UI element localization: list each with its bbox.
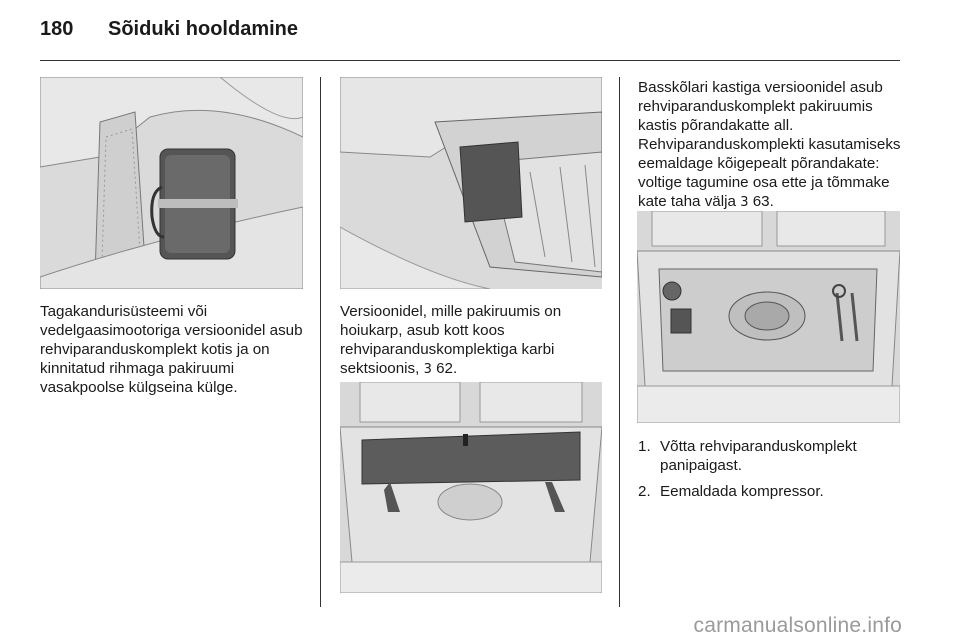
- steps-list: 1. Võtta rehviparanduskomplekt panipaiga…: [638, 437, 908, 508]
- caption-bag-location: Tagakandurisüsteemi või vedelgaasimootor…: [40, 302, 310, 397]
- page-header: 180 Sõiduki hooldamine: [40, 18, 298, 48]
- page-ref-symbol: 3: [740, 195, 749, 210]
- list-item: 2. Eemaldada kompressor.: [638, 482, 908, 501]
- page-number: 180: [40, 18, 74, 40]
- intro-text: Basskõlari kastiga versioonidel asub reh…: [638, 79, 901, 210]
- figure-floor-cover: [340, 382, 602, 593]
- page-title: Sõiduki hooldamine: [108, 18, 299, 40]
- step-text: Eemaldada kompressor.: [660, 483, 824, 500]
- figure-storage-box: [340, 77, 602, 289]
- page-ref-symbol: 3: [423, 362, 432, 377]
- step-text: Võtta rehviparanduskomplekt panipaigast.: [660, 438, 857, 474]
- step-number: 2.: [638, 483, 651, 500]
- column-divider-1: [320, 77, 321, 607]
- watermark: carmanualsonline.info: [693, 614, 902, 637]
- header-rule: [40, 60, 900, 61]
- figure-open-compartment: [637, 211, 900, 423]
- caption-text: Tagakandurisüsteemi või vedelgaasimootor…: [40, 303, 303, 396]
- page-ref-number: 63.: [752, 193, 774, 210]
- step-number: 1.: [638, 438, 651, 455]
- caption-storage-box: Versioonidel, mille pakiruumis on hoiuka…: [340, 302, 610, 379]
- intro-paragraph: Basskõlari kastiga versioonidel asub reh…: [638, 78, 908, 212]
- column-divider-2: [619, 77, 620, 607]
- figure-trunk-bag: [40, 77, 303, 289]
- caption-text: Versioonidel, mille pakiruumis on hoiuka…: [340, 303, 562, 377]
- list-item: 1. Võtta rehviparanduskomplekt panipaiga…: [638, 437, 908, 475]
- page-ref-number: 62.: [436, 360, 458, 377]
